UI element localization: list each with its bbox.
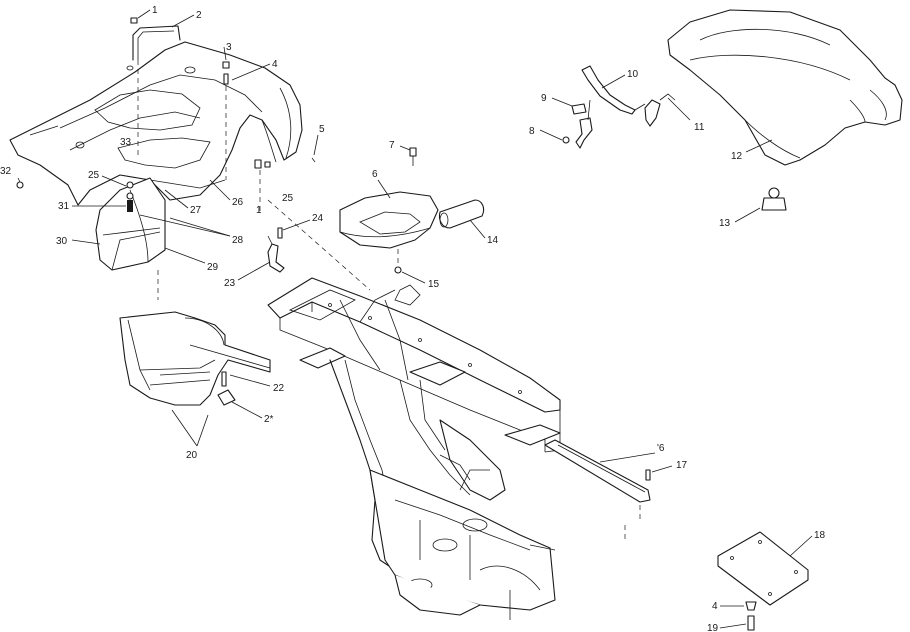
- callout-16: '6: [657, 443, 665, 454]
- callout-31: 31: [58, 201, 70, 212]
- brace-16: [544, 439, 651, 503]
- main-frame: [267, 277, 561, 620]
- callout-10: 10: [627, 69, 639, 80]
- callout-30: 30: [56, 236, 68, 247]
- callout-17: 17: [676, 460, 688, 471]
- bracket-23: [267, 227, 285, 273]
- fastener-set-top: [16, 61, 316, 189]
- callout-19: 19: [707, 623, 719, 632]
- callout-9: 9: [541, 93, 547, 104]
- callout-22: 22: [273, 383, 285, 394]
- callout-25: 25: [88, 170, 100, 181]
- callout-7: 7: [389, 140, 395, 151]
- callout-4: 4: [272, 59, 278, 70]
- callout-1-b: 1: [256, 205, 262, 216]
- callout-26: 26: [232, 197, 244, 208]
- fender-panel: [95, 177, 166, 271]
- callout-25-b: 25: [282, 193, 294, 204]
- callout-4-b: 4: [712, 601, 718, 612]
- callout-6: 6: [372, 169, 378, 180]
- callout-2: 2: [196, 10, 202, 21]
- callout-1: 1: [152, 5, 158, 16]
- callout-32: 32: [0, 166, 12, 177]
- callout-8: 8: [529, 126, 535, 137]
- alignment-lines: [137, 60, 641, 540]
- callout-labels: 1 2 3 4 5 33 32 25 31 27 26 25 1 28 30 2…: [0, 5, 826, 632]
- callout-11: 11: [694, 122, 705, 133]
- callout-18: 18: [814, 530, 826, 541]
- callout-21: 2*: [264, 414, 274, 425]
- callout-5: 5: [319, 124, 325, 135]
- callout-33: 33: [120, 137, 132, 148]
- skid-plate: [717, 531, 809, 631]
- callout-3: 3: [226, 42, 232, 53]
- callout-14: 14: [487, 235, 499, 246]
- callout-15: 15: [428, 279, 440, 290]
- leader-lines: [17, 9, 813, 629]
- callout-23: 23: [224, 278, 236, 289]
- callout-20: 20: [186, 450, 198, 461]
- callout-12: 12: [731, 151, 743, 162]
- seat-latch: [562, 65, 676, 149]
- rear-fender-rack: [9, 17, 303, 206]
- seat-pad: [339, 147, 485, 274]
- callout-13: 13: [719, 218, 731, 229]
- callout-29: 29: [207, 262, 219, 273]
- callout-28: 28: [232, 235, 244, 246]
- seat: [667, 9, 903, 211]
- callout-27: 27: [190, 205, 202, 216]
- callout-24: 24: [312, 213, 324, 224]
- footwell: [119, 311, 271, 406]
